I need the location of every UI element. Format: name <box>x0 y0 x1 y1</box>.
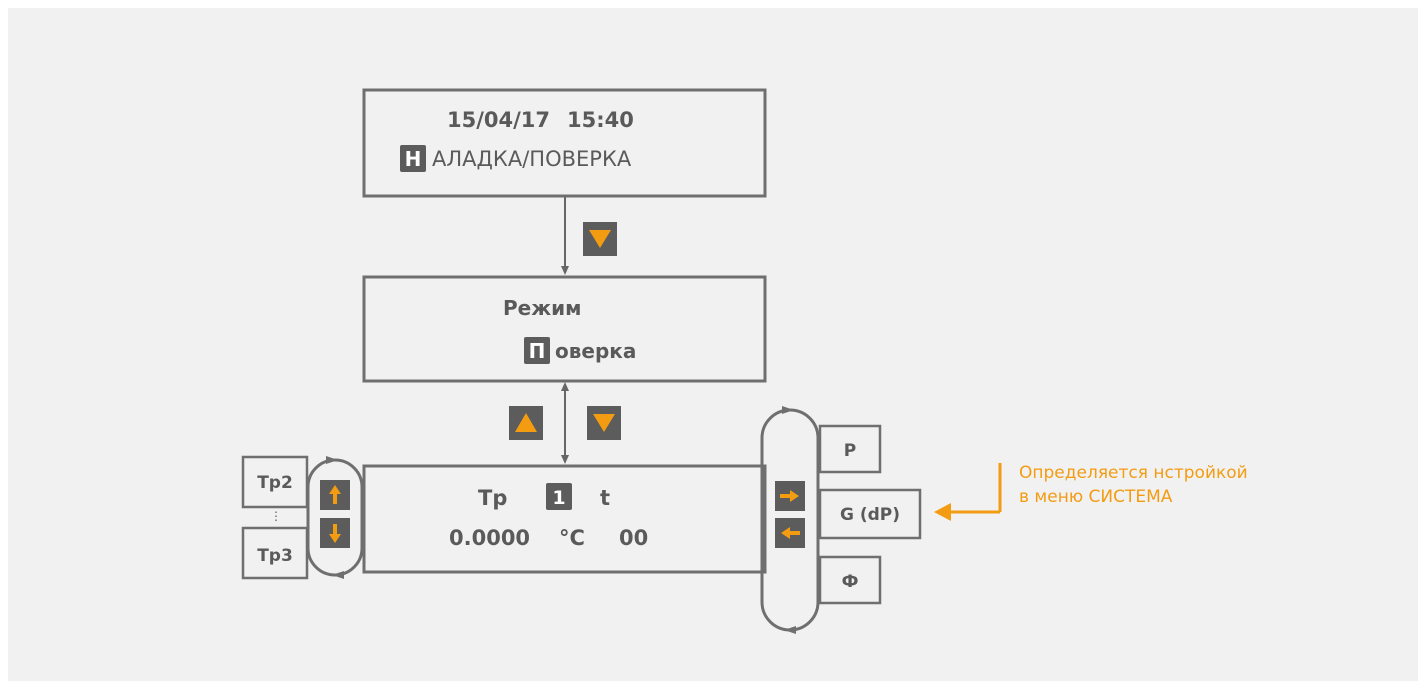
down-arrow-icon <box>329 524 341 543</box>
right-option-g-dp[interactable]: G (dP) <box>818 488 922 540</box>
screen-main: Тр 1 t 0.0000 °C 00 <box>362 464 767 574</box>
cycle-arrowhead-top-icon <box>782 406 794 414</box>
measured-value-text: 0.0000 <box>449 526 530 550</box>
down-triangle-icon <box>593 414 615 432</box>
channel-number-label: 1 <box>552 487 565 509</box>
key-p-badge <box>524 337 550 364</box>
left-arrow-icon <box>781 527 800 539</box>
right-back-key-button[interactable] <box>775 518 805 548</box>
left-up-key-button[interactable] <box>320 480 350 510</box>
channel-number-badge <box>546 483 572 510</box>
left-option-tp3[interactable]: Тр3 <box>241 526 309 580</box>
left-option-tp2-label: Тр2 <box>257 473 293 493</box>
left-cycle-loop <box>306 456 364 579</box>
down-key-button[interactable] <box>583 222 617 256</box>
mode-title-text: АЛАДКА/ПОВЕРКА <box>432 147 632 171</box>
key-n-label: Н <box>405 147 422 171</box>
code-text: 00 <box>619 526 648 550</box>
right-option-g-dp-label: G (dP) <box>840 505 900 525</box>
screen-top: 15/04/17 15:40 Н АЛАДКА/ПОВЕРКА <box>362 88 767 198</box>
right-option-p[interactable]: P <box>818 424 882 474</box>
screen-mode: Режим П оверка <box>362 275 767 383</box>
note-line-1: Определяется нстройкой <box>1019 463 1248 483</box>
right-arrow-icon <box>780 490 799 502</box>
up-triangle-icon <box>515 413 537 432</box>
left-option-tp2[interactable]: Тр2 <box>241 455 309 509</box>
cycle-arrowhead-bottom-icon <box>332 571 344 579</box>
cycle-arrowhead-bottom-icon <box>784 626 796 634</box>
left-option-tp3-label: Тр3 <box>257 546 293 566</box>
left-down-key-button[interactable] <box>320 518 350 548</box>
channel-label-text: Тр <box>478 486 507 510</box>
right-option-f-label: Ф <box>842 572 859 592</box>
right-forward-key-button[interactable] <box>775 481 805 511</box>
key-p-label: П <box>529 339 546 363</box>
right-cycle-loop <box>760 406 820 634</box>
date-text: 15/04/17 <box>447 108 550 132</box>
mode-label-text: Режим <box>503 296 582 320</box>
time-text: 15:40 <box>567 108 634 132</box>
callout-arrow-icon <box>934 503 951 521</box>
temperature-symbol-text: t <box>600 486 610 510</box>
mode-value-text: оверка <box>555 339 636 363</box>
cycle-arrowhead-top-icon <box>326 456 338 464</box>
note-line-2: в меню СИСТЕМА <box>1019 487 1173 507</box>
down-triangle-icon <box>589 230 611 248</box>
vertical-ellipsis: ⋮ <box>270 509 282 523</box>
right-option-p-label: P <box>844 441 856 461</box>
unit-text: °C <box>559 526 585 550</box>
right-option-f[interactable]: Ф <box>818 555 882 605</box>
note-callout: Определяется нстройкой в меню СИСТЕМА <box>934 463 1248 521</box>
key-n-badge <box>400 145 426 172</box>
up-arrow-icon <box>329 485 341 504</box>
up-key-button[interactable] <box>509 406 543 440</box>
down-key-button-2[interactable] <box>587 406 621 440</box>
